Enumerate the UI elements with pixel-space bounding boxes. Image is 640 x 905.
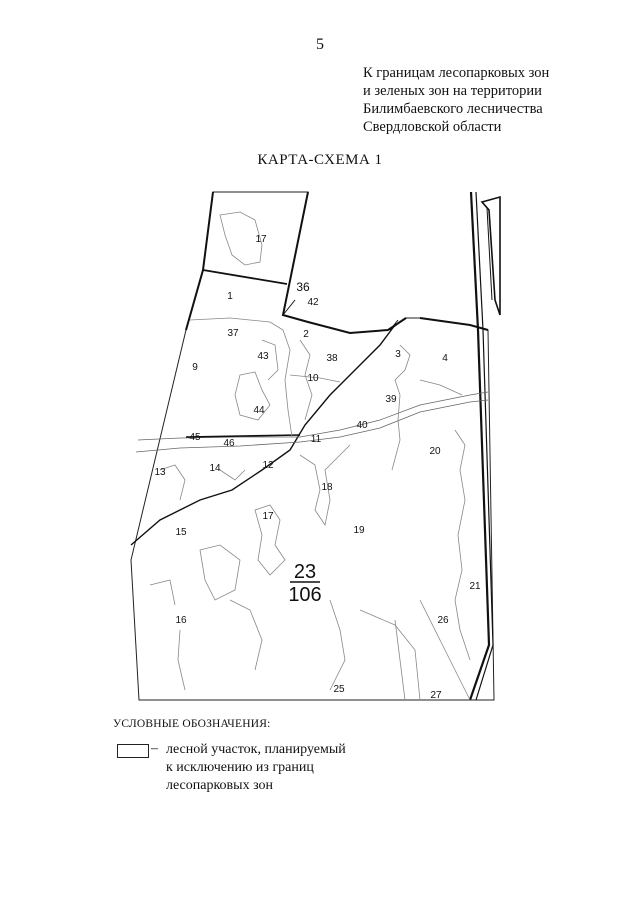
parcel-label: 43	[257, 351, 269, 362]
parcel-label: 16	[175, 615, 187, 626]
parcel-label: 25	[333, 684, 345, 695]
header-line-3: Билимбаевского лесничества	[363, 101, 543, 117]
parcel-label: 3	[395, 349, 401, 360]
parcel-label: 12	[262, 460, 274, 471]
parcel-label: 26	[437, 615, 449, 626]
parcel-label: 40	[356, 420, 368, 431]
parcel-label: 15	[175, 527, 187, 538]
parcel-boundary-heavy	[185, 191, 214, 331]
parcel-label: 19	[353, 525, 365, 536]
parcel-label: 38	[326, 353, 338, 364]
parcel-label: 9	[192, 362, 198, 373]
legend-swatch	[117, 744, 149, 758]
map-title: КАРТА-СХЕМА 1	[257, 152, 383, 168]
parcel-label: 45	[189, 432, 201, 443]
legend-heading: УСЛОВНЫЕ ОБОЗНАЧЕНИЯ:	[113, 718, 271, 730]
parcel-label: 13	[154, 467, 166, 478]
parcel-label: 21	[469, 581, 481, 592]
parcel-boundary-heavy	[281, 191, 489, 335]
parcel-label: 39	[385, 394, 397, 405]
parcel-label: 36	[296, 280, 310, 294]
quarter-area: 106	[288, 584, 321, 606]
parcel-label: 14	[209, 463, 221, 474]
page-number: 5	[316, 36, 324, 53]
road-line	[137, 391, 489, 441]
parcel-label: 2	[303, 329, 309, 340]
parcel-label: 20	[429, 446, 441, 457]
parcel-label: 18	[321, 482, 333, 493]
road-line	[282, 299, 296, 316]
railway-line	[468, 191, 491, 701]
parcel-label: 17	[262, 511, 274, 522]
legend-dash: –	[151, 741, 158, 756]
road-line	[185, 434, 301, 438]
parcel-label: 27	[430, 690, 442, 701]
parcel-label: 1	[227, 291, 233, 302]
quarter-number: 23	[294, 561, 316, 583]
parcel-label: 37	[227, 328, 239, 339]
parcel-label: 4	[442, 353, 448, 364]
road-line	[135, 399, 489, 453]
parcel-label: 10	[307, 373, 319, 384]
legend-text-line-3: лесопарковых зон	[166, 778, 274, 793]
parcel-boundaries-thin	[149, 211, 471, 701]
railway-line	[475, 191, 494, 701]
header-line-1: К границам лесопарковых зон	[363, 65, 550, 81]
railway-line	[486, 207, 493, 301]
header-line-2: и зеленых зон на территории	[363, 83, 542, 99]
parcel-label: 42	[307, 297, 319, 308]
legend-text-line-1: лесной участок, планируемый	[166, 742, 346, 757]
parcel-label: 17	[255, 234, 267, 245]
header-line-4: Свердловской области	[363, 119, 502, 135]
road-line	[389, 319, 401, 331]
parcel-label: 46	[223, 438, 235, 449]
parcel-label: 11	[311, 434, 322, 445]
road-line	[130, 324, 396, 546]
parcel-label: 44	[253, 405, 265, 416]
legend-text-line-2: к исключению из границ	[166, 760, 314, 775]
parcel-boundary-heavy	[202, 269, 288, 285]
railway-line	[480, 195, 501, 316]
